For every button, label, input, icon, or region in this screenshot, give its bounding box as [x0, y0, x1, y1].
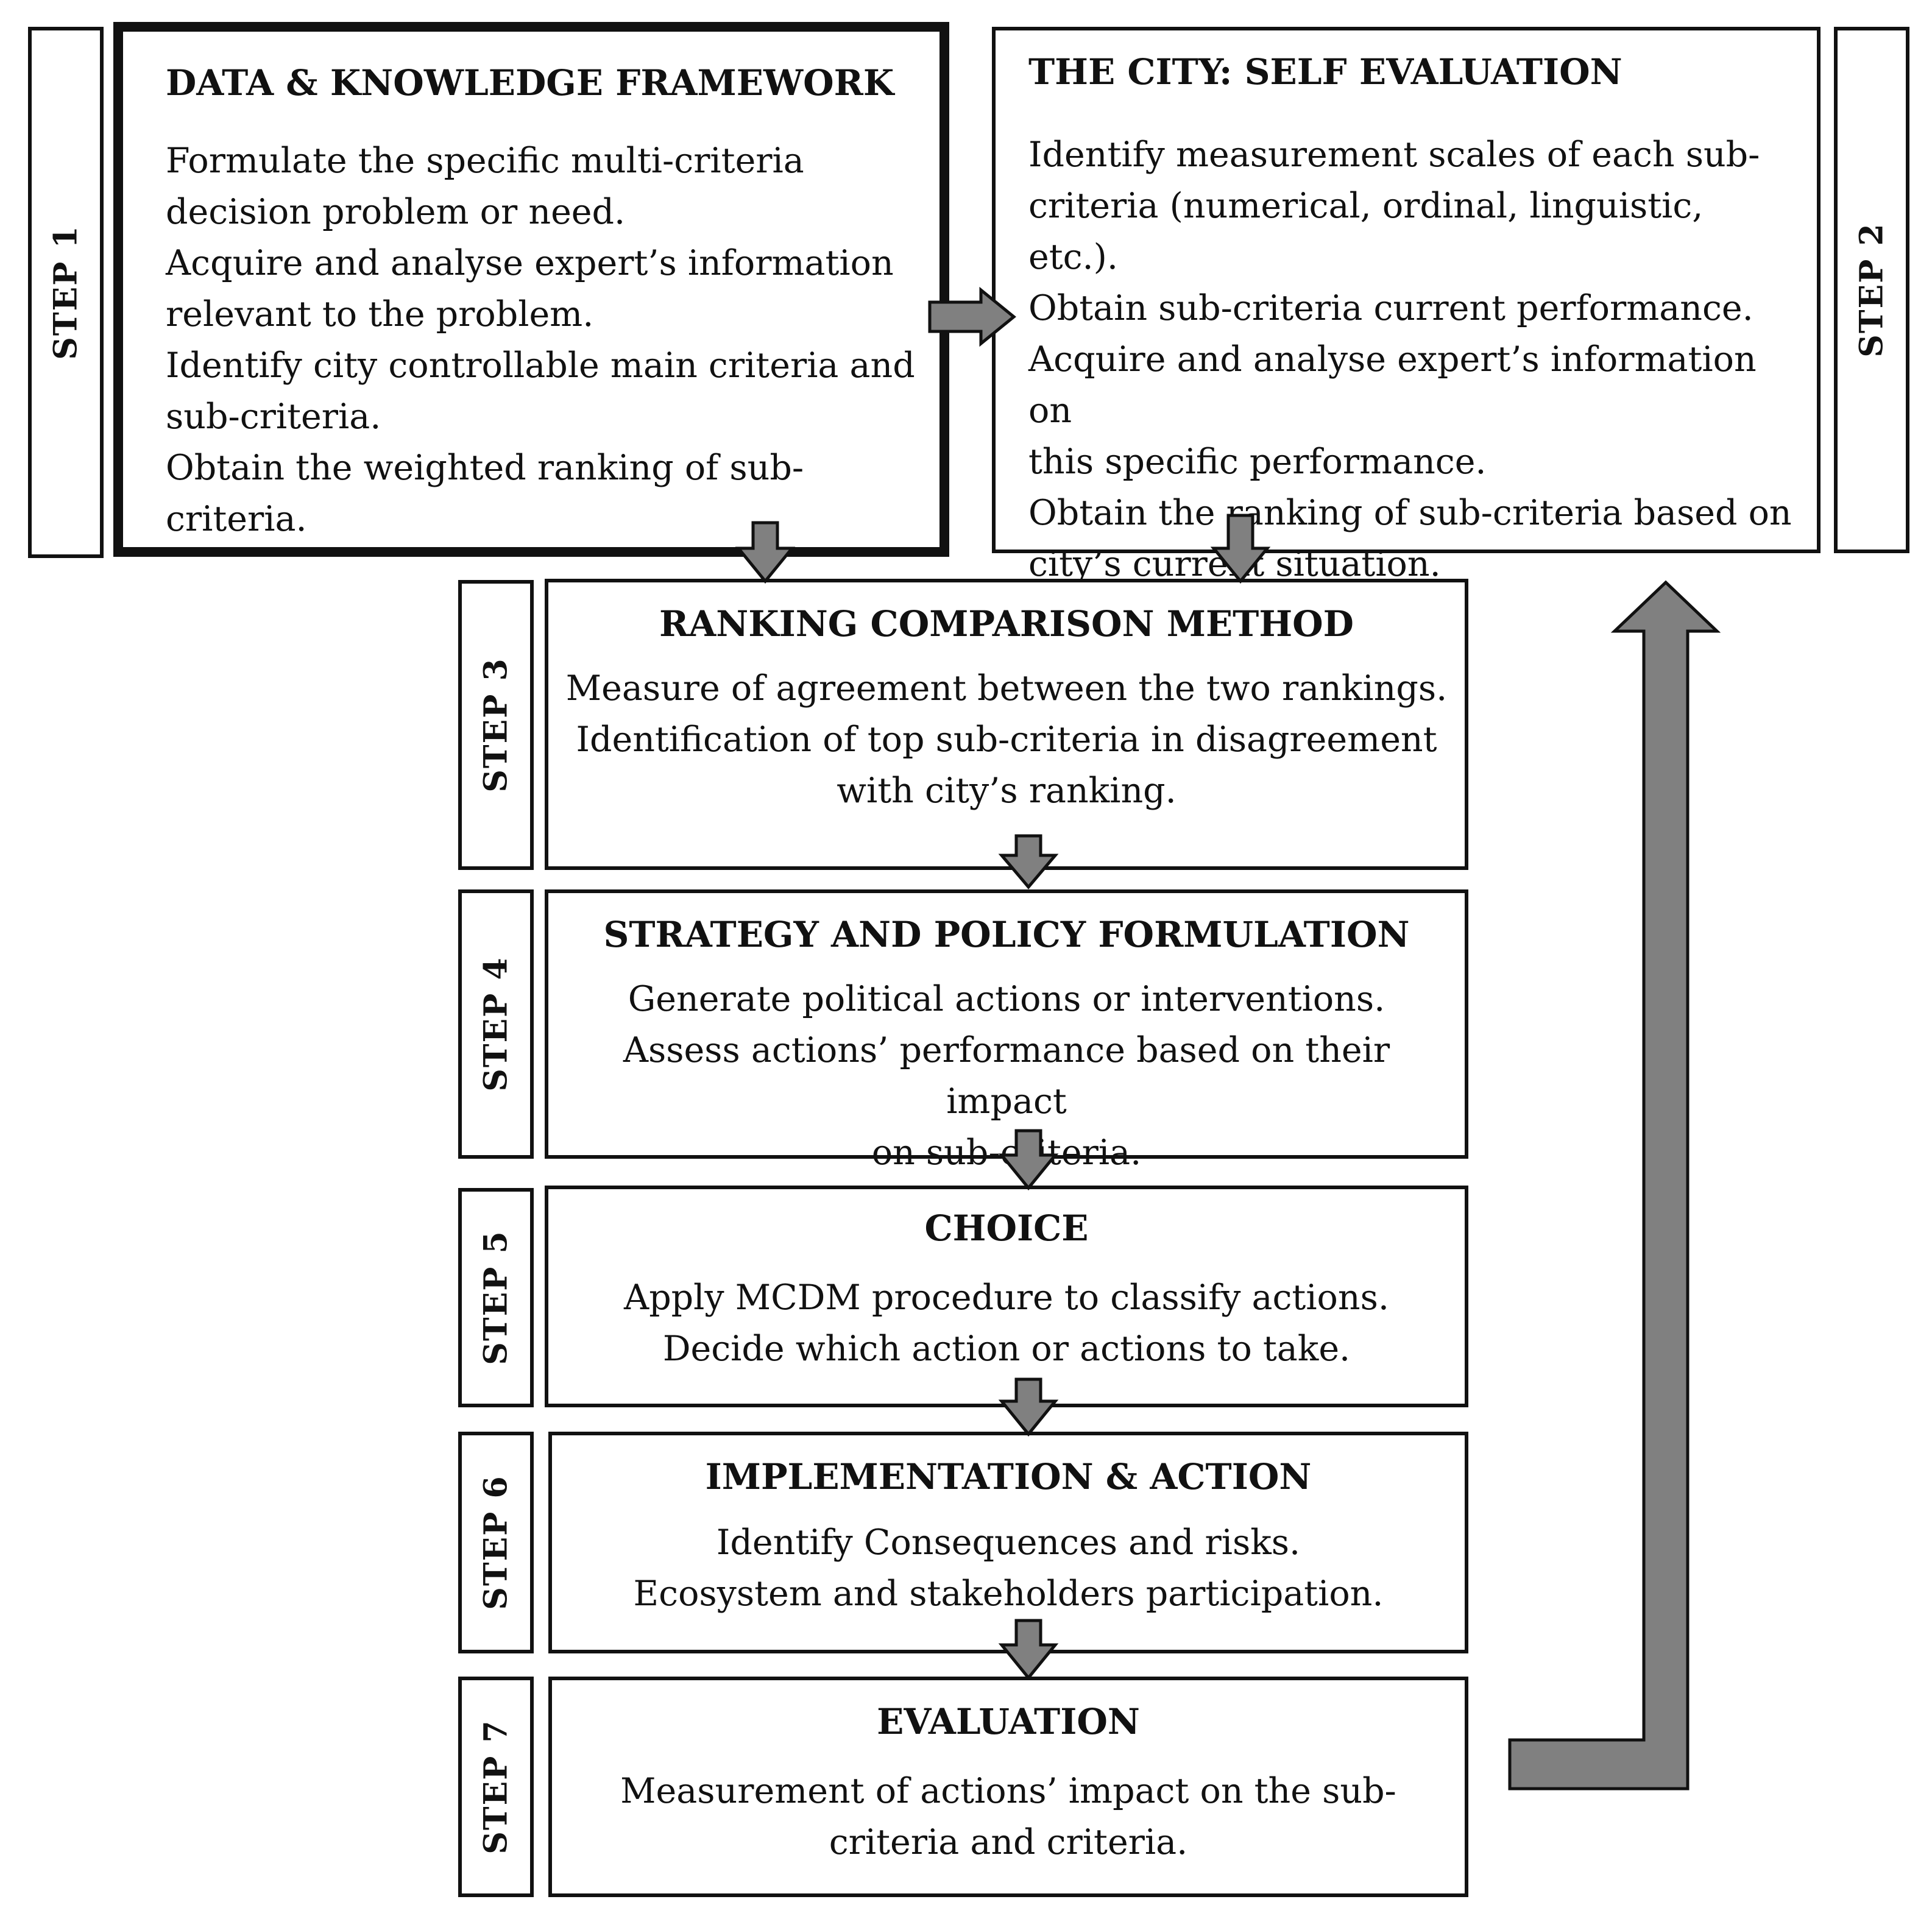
step-1-tab: STEP 1: [28, 27, 104, 558]
step-4-title: STRATEGY AND POLICY FORMULATION: [603, 914, 1410, 955]
step-7-title: EVALUATION: [877, 1701, 1140, 1742]
step-2-line: Identify measurement scales of each sub-: [1028, 134, 1760, 175]
step-3-line: Measure of agreement between the two ran…: [565, 668, 1448, 709]
step-1-box: DATA & KNOWLEDGE FRAMEWORK Formulate the…: [113, 22, 949, 557]
step-2-title: THE CITY: SELF EVALUATION: [1028, 51, 1622, 93]
step-1-title: DATA & KNOWLEDGE FRAMEWORK: [166, 62, 894, 104]
step-4-box: STRATEGY AND POLICY FORMULATION Generate…: [545, 889, 1468, 1173]
step-6-line: Identify Consequences and risks.: [716, 1522, 1301, 1563]
step-4-line: Assess actions’ performance based on the…: [623, 1030, 1390, 1122]
step-7-tab: STEP 7: [458, 1677, 534, 1897]
step-1-line: decision problem or need.: [166, 191, 626, 232]
step-4-tab: STEP 4: [458, 889, 534, 1159]
step-2-line: Obtain sub-criteria current performance.: [1028, 288, 1753, 328]
arrow-step1-to-step3: [735, 521, 796, 584]
arrow-step4-to-step5: [998, 1129, 1059, 1190]
arrow-step3-to-step4: [998, 834, 1059, 889]
step-1-line: Acquire and analyse expert’s information: [166, 242, 894, 283]
step-3-tab: STEP 3: [458, 580, 534, 870]
step-5-tab: STEP 5: [458, 1188, 534, 1407]
step-2-line: Obtain the ranking of sub-criteria based…: [1028, 492, 1792, 533]
step-2-line: criteria (numerical, ordinal, linguistic…: [1028, 185, 1704, 277]
step-1-line: Formulate the specific multi-criteria: [166, 140, 804, 181]
arrow-feedback-loop: [1508, 580, 1721, 1791]
step-5-line: Decide which action or actions to take.: [662, 1328, 1351, 1369]
arrow-step6-to-step7: [998, 1619, 1059, 1680]
arrow-step1-to-step2: [928, 286, 1016, 347]
step-7-line: criteria and criteria.: [829, 1822, 1188, 1862]
step-6-line: Ecosystem and stakeholders participation…: [633, 1573, 1384, 1614]
step-4-line: on sub-criteria.: [871, 1132, 1142, 1173]
arrow-step5-to-step6: [998, 1377, 1059, 1437]
step-3-line: Identification of top sub-criteria in di…: [576, 719, 1437, 760]
step-5-title: CHOICE: [924, 1207, 1089, 1249]
step-2-line: Acquire and analyse expert’s information…: [1028, 339, 1757, 431]
step-3-box: RANKING COMPARISON METHOD Measure of agr…: [545, 579, 1468, 870]
arrow-step2-to-step3: [1210, 514, 1271, 584]
step-1-line: Identify city controllable main criteria…: [166, 345, 915, 386]
step-2-line: this specific performance.: [1028, 441, 1487, 482]
step-1-line: sub-criteria.: [166, 396, 381, 437]
step-4-line: Generate political actions or interventi…: [628, 978, 1385, 1019]
step-1-line: relevant to the problem.: [166, 294, 594, 334]
step-7-line: Measurement of actions’ impact on the su…: [620, 1770, 1396, 1811]
step-5-line: Apply MCDM procedure to classify actions…: [624, 1277, 1389, 1318]
step-7-box: EVALUATION Measurement of actions’ impac…: [548, 1677, 1468, 1897]
step-3-line: with city’s ranking.: [837, 770, 1177, 811]
step-2-box: THE CITY: SELF EVALUATION Identify measu…: [992, 27, 1821, 584]
step-2-tab: STEP 2: [1834, 27, 1909, 553]
step-6-title: IMPLEMENTATION & ACTION: [705, 1456, 1312, 1497]
step-3-title: RANKING COMPARISON METHOD: [659, 603, 1354, 645]
step-6-tab: STEP 6: [458, 1432, 534, 1653]
step-6-box: IMPLEMENTATION & ACTION Identify Consequ…: [548, 1432, 1468, 1653]
step-1-line: Obtain the weighted ranking of sub-crite…: [166, 447, 804, 539]
